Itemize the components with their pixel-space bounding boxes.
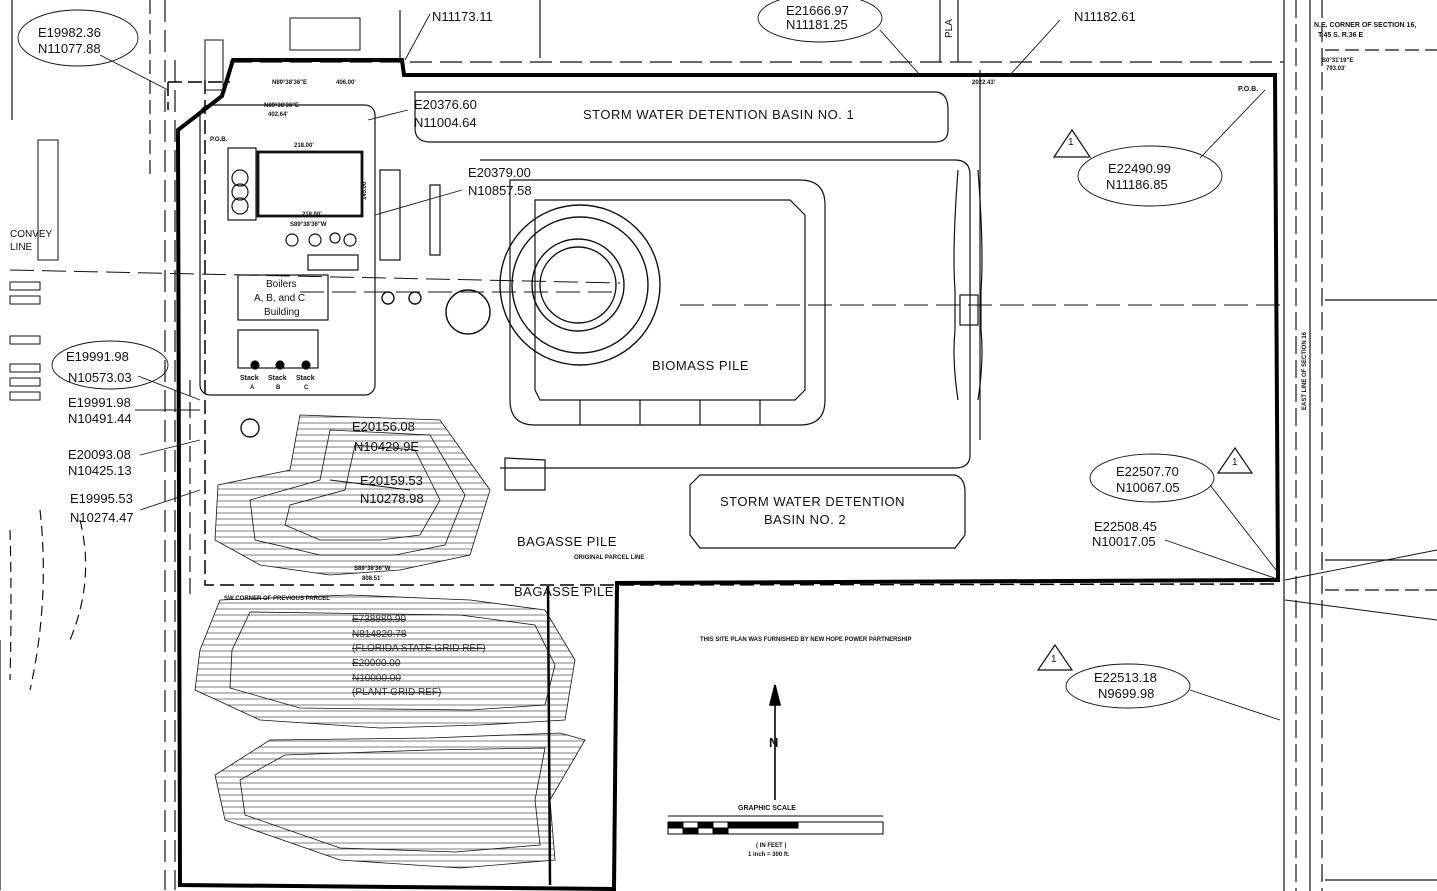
coord-n10491: N10491.44: [68, 411, 132, 426]
bearing-4: 402.64': [268, 112, 288, 118]
coord-n11186: N11186.85: [1106, 177, 1168, 192]
coord-n10278: N10278.98: [360, 491, 424, 506]
boilers-label-3: Building: [264, 307, 300, 318]
stack-b-label: Stack: [268, 375, 287, 382]
biomass-circles: [240, 204, 661, 438]
stack-c-label: Stack: [296, 375, 315, 382]
coord-n10857: N10857.58: [468, 183, 532, 198]
coord-n11004: N11004.64: [414, 115, 477, 130]
scale-ratio: 1 inch = 300 ft.: [748, 852, 790, 858]
north-arrow: [768, 684, 782, 800]
coord-e22507: E22507.70: [1116, 464, 1179, 479]
coord-e22490: E22490.99: [1108, 161, 1171, 176]
original-parcel-note: ORIGINAL PARCEL LINE: [574, 555, 645, 561]
coord-e19991b: E19991.98: [68, 395, 131, 410]
coord-e20376: E20376.60: [414, 97, 477, 112]
basin-1-label: STORM WATER DETENTION BASIN NO. 1: [583, 107, 855, 122]
scale-units: ( IN FEET ): [756, 843, 787, 849]
conveyor-label-2: LINE: [10, 242, 33, 253]
coord-e21666: E21666.97: [786, 3, 849, 18]
coord-n11181: N11181.25: [786, 17, 848, 32]
north-road-lines: [230, 0, 1284, 440]
grid-ref-n10000: N10000.00: [352, 673, 401, 684]
grid-ref-e20000: E20000.00: [352, 658, 401, 669]
east-road-lines: [1283, 0, 1437, 891]
bearing-12: 793.03': [1326, 66, 1346, 72]
coord-e19995: E19995.53: [70, 491, 133, 506]
coord-n10017: N10017.05: [1092, 534, 1156, 549]
grid-ref-e738889: E738889.90: [352, 614, 406, 625]
bearing-11: S0°31'19"E: [1322, 58, 1354, 64]
boiler-building: [199, 104, 441, 396]
coord-n10573: N10573.03: [68, 370, 132, 385]
bearing-7: 218.00': [302, 212, 322, 218]
plant-road-label: PLA: [944, 19, 955, 38]
biomass-pile-label: BIOMASS PILE: [652, 358, 750, 373]
coord-n9699: N9699.98: [1098, 686, 1155, 701]
revision-3: 1: [1051, 654, 1057, 665]
boilers-label-2: A, B, and C: [254, 293, 306, 304]
bagasse-pile-label: BAGASSE PILE: [517, 534, 617, 549]
boilers-label-1: Boilers: [266, 279, 297, 290]
stack-letter-a: A: [250, 385, 255, 391]
bearing-13: 2022.43': [972, 80, 996, 86]
leader-lines: [17, 0, 1437, 721]
pob-label-1: P.O.B.: [210, 137, 228, 143]
bearing-9: S89°38'36"W: [354, 566, 391, 572]
west-features: [9, 17, 361, 401]
graphic-scale-title: GRAPHIC SCALE: [738, 805, 796, 812]
coord-n10425: N10425.13: [68, 463, 132, 478]
north-label: N: [769, 735, 779, 750]
bagasse-pile-label-2: BAGASSE PILE: [514, 584, 614, 599]
bearing-5: 218.00': [294, 143, 314, 149]
coord-e19982: E19982.36: [38, 25, 101, 40]
coord-e19991a: E19991.98: [66, 349, 129, 364]
stack-a-label: Stack: [240, 375, 259, 382]
coord-n11077: N11077.88: [38, 41, 101, 56]
coord-n11182: N11182.61: [1074, 9, 1136, 24]
bearing-10: 808.51': [362, 576, 382, 582]
sw-corner-note: SW CORNER OF PREVIOUS PARCEL: [224, 596, 330, 602]
biomass-pile: [480, 159, 971, 469]
revision-2: 1: [1232, 457, 1238, 468]
ne-corner-label-2: T.45 S. R.36 E: [1318, 32, 1364, 39]
bearing-2: 406.00': [336, 80, 356, 86]
grid-ref-florida: (FLORIDA STATE GRID REF): [352, 643, 486, 654]
coord-e22513: E22513.18: [1094, 670, 1157, 685]
graphic-scale-bar: [667, 815, 884, 835]
stack-letter-b: B: [276, 385, 281, 391]
coord-n10429: N10429.9E: [354, 439, 420, 454]
plant-road: [953, 169, 983, 401]
coord-e20156: E20156.08: [352, 419, 415, 434]
bearing-6: S89°38'36"W: [290, 222, 327, 228]
coord-n10274: N10274.47: [70, 510, 134, 525]
grid-ref-plant: (PLANT GRID REF): [352, 687, 442, 698]
basin-2-label-2: BASIN NO. 2: [764, 512, 847, 527]
bagasse-contours: [194, 414, 586, 869]
coord-n10067: N10067.05: [1116, 480, 1180, 495]
storm-water-basin-2: [504, 457, 966, 549]
ne-corner-label-1: N.E. CORNER OF SECTION 16,: [1314, 22, 1417, 29]
coord-n11173: N11173.11: [432, 9, 493, 24]
bearing-1: N89°38'36"E: [272, 80, 308, 86]
coord-e22508: E22508.45: [1094, 519, 1157, 534]
stack-letter-c: C: [304, 385, 309, 391]
revision-1: 1: [1068, 137, 1074, 148]
coord-e20159: E20159.53: [360, 473, 423, 488]
grid-ref-n814820: N814820.78: [352, 629, 407, 640]
coord-e20093: E20093.08: [68, 447, 131, 462]
pob-label-2: P.O.B.: [1238, 86, 1259, 93]
storm-water-basin-1: [414, 91, 949, 143]
bearing-8: 145.00': [362, 180, 368, 200]
conveyor-label-1: CONVEY: [10, 229, 53, 240]
original-parcel-line: [167, 80, 1279, 586]
revision-triangles: [1036, 128, 1254, 671]
coord-e20379: E20379.00: [468, 165, 531, 180]
site-plan-note: THIS SITE PLAN WAS FURNISHED BY NEW HOPE…: [700, 637, 912, 643]
west-road-lines: [0, 0, 191, 890]
bearing-3: N89°38'36"E: [264, 103, 300, 109]
basin-2-label-1: STORM WATER DETENTION: [720, 494, 906, 509]
east-line-label: EAST LINE OF SECTION 16: [1302, 331, 1308, 410]
